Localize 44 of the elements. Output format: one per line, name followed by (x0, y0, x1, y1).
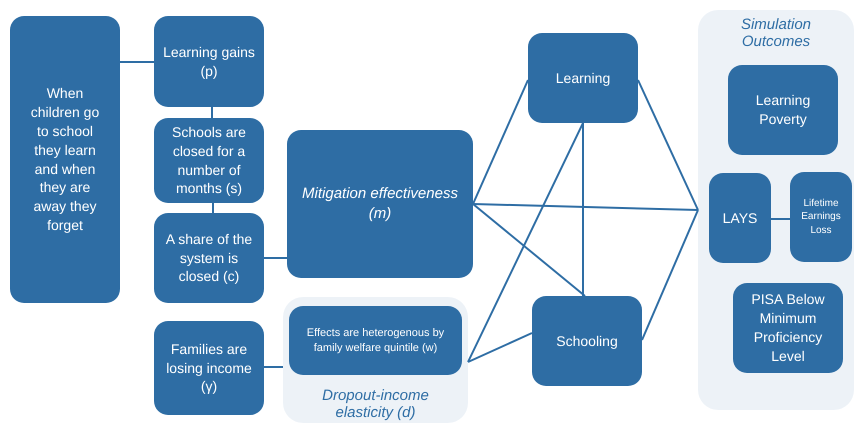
connector-line (641, 210, 699, 340)
connector-line (467, 122, 584, 362)
process-box (733, 283, 843, 373)
process-box (790, 172, 852, 262)
box-text: Learning Poverty (754, 91, 812, 129)
connector-line (582, 123, 584, 296)
box-text: Effects are heterogenous by family welfare quintile (w) (306, 326, 446, 356)
connector-line (120, 61, 154, 63)
connector-line (212, 203, 214, 213)
box-text: Mitigation effectiveness (m) (301, 184, 459, 224)
process-box (154, 213, 264, 303)
connector-line (264, 257, 287, 259)
box-text: Schooling (556, 332, 618, 350)
box-text: A share of the system is closed (c) (164, 230, 254, 286)
connector-line (211, 107, 213, 118)
connector-line (637, 80, 699, 210)
process-box (154, 118, 264, 203)
process-box (709, 173, 771, 263)
process-box (154, 16, 264, 107)
process-box (289, 306, 462, 375)
box-text: Families are losing income (γ) (165, 340, 253, 396)
group-title: Dropout-income elasticity (d) (321, 387, 430, 421)
box-text: When children go to school they learn and when they are away they forget (30, 84, 100, 236)
connector-line (468, 332, 532, 363)
group-title: Simulation Outcomes (740, 16, 812, 50)
process-box (528, 33, 638, 123)
connector-line (472, 80, 529, 204)
connector-line (472, 203, 586, 297)
process-box (287, 130, 473, 278)
group-panel (283, 297, 468, 423)
connector-line (472, 203, 698, 211)
box-text: LAYS (722, 208, 758, 228)
process-box (154, 321, 264, 415)
process-box (728, 65, 838, 155)
group-panel (698, 10, 854, 410)
box-text: PISA Below Minimum Proficiency Level (750, 290, 826, 366)
box-text: Lifetime Earnings Loss (800, 196, 842, 238)
process-box (532, 296, 642, 386)
connector-line (771, 218, 790, 220)
process-box (10, 16, 120, 303)
box-text: Schools are closed for a number of months (s) (171, 122, 247, 198)
box-text: Learning (556, 68, 610, 88)
connector-line (264, 366, 283, 368)
box-text: Learning gains (p) (162, 42, 256, 80)
